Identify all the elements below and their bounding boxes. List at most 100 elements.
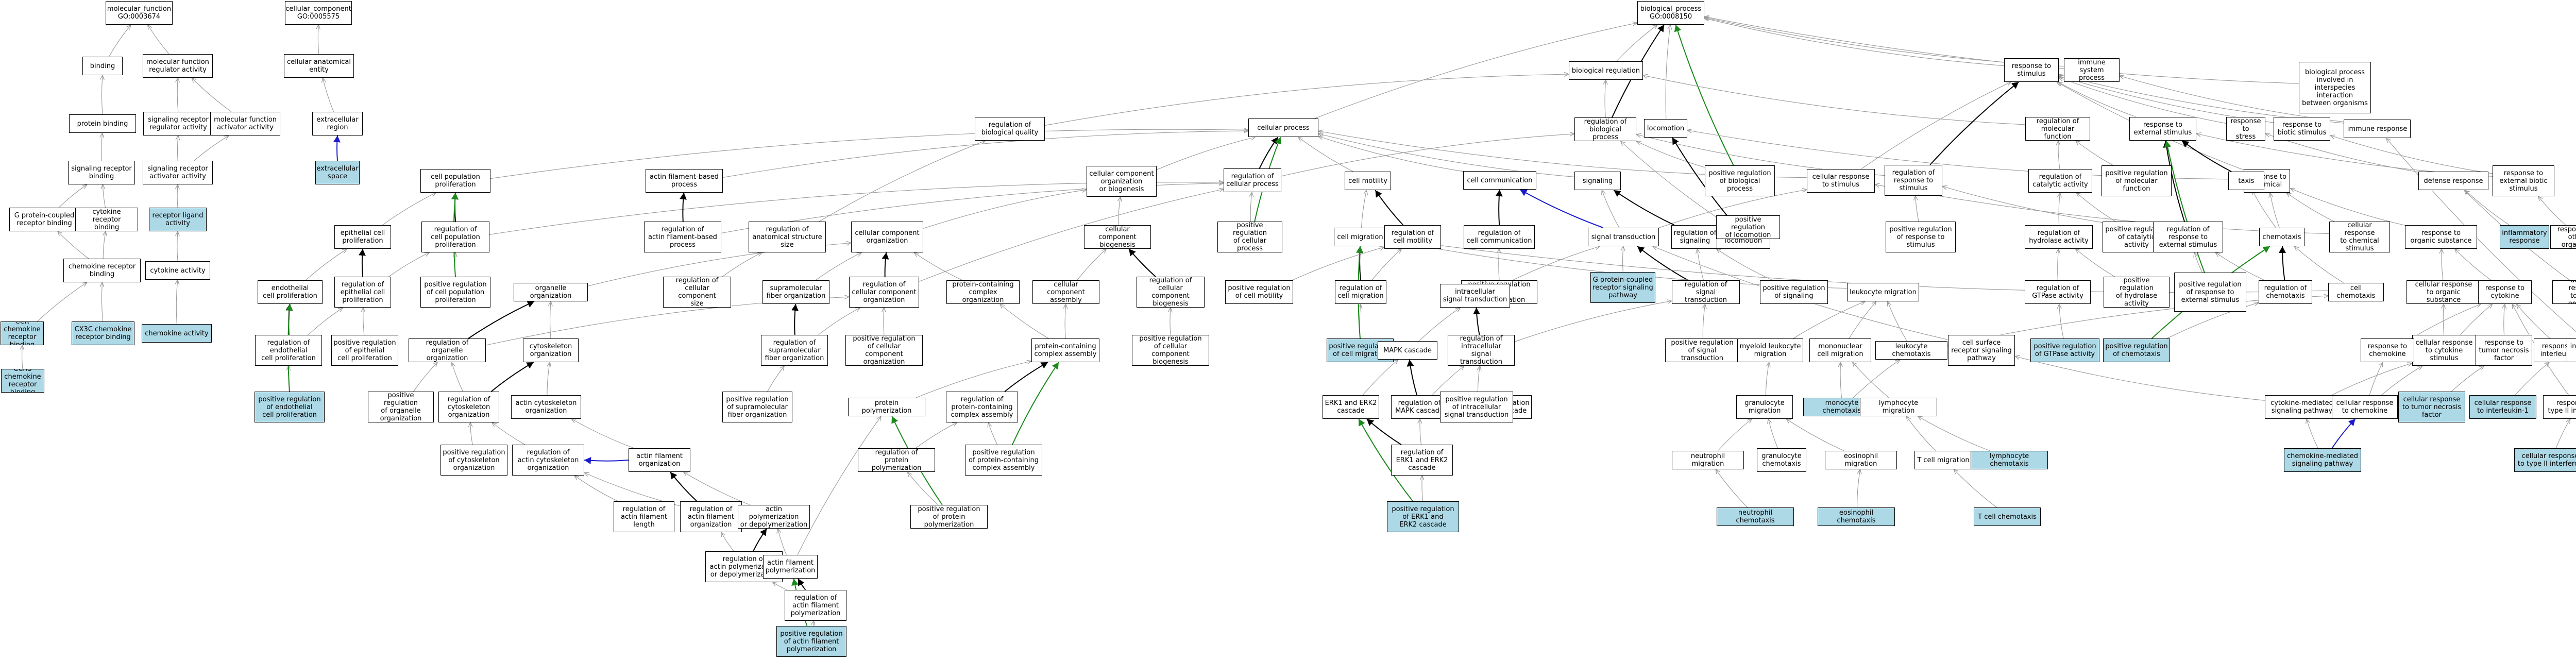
go-term-resptype2ifn[interactable]: response to type II interferon xyxy=(2543,395,2576,419)
go-term-posregmf[interactable]: positive regulation of molecular functio… xyxy=(2102,165,2172,196)
go-term-actfilorg[interactable]: actin filament organization xyxy=(629,448,690,472)
go-term-inflamresp[interactable]: inflammatory response xyxy=(2500,225,2549,249)
go-term-taxis[interactable]: taxis xyxy=(2228,172,2264,190)
go-term-posregrespstim[interactable]: positive regulation of response to stimu… xyxy=(1886,222,1956,252)
go-term-regcatact[interactable]: regulation of catalytic activity xyxy=(2028,169,2092,193)
go-term-immresp[interactable]: immune response xyxy=(2344,120,2411,138)
go-term-cellrespcyt[interactable]: cellular response to cytokine stimulus xyxy=(2412,335,2476,366)
go-term-ccr3[interactable]: CCR3 chemokine receptor binding xyxy=(1,369,44,393)
go-term-erk[interactable]: ERK1 and ERK2 cascade xyxy=(1323,395,1379,419)
go-term-bp[interactable]: biological_process GO:0008150 xyxy=(1637,1,1704,25)
go-term-posregsigtrans[interactable]: positive regulation of signal transducti… xyxy=(1665,338,1739,362)
go-term-regcytosk[interactable]: regulation of cytoskeleton organization xyxy=(438,392,499,422)
go-term-cellmig[interactable]: cell migration xyxy=(1334,228,1386,246)
go-term-defresp[interactable]: defense response xyxy=(2418,172,2488,190)
go-term-mfaa[interactable]: molecular function activator activity xyxy=(210,112,280,135)
go-term-afbp[interactable]: actin filament-based process xyxy=(646,169,723,193)
go-term-ccassembly[interactable]: cellular component assembly xyxy=(1032,280,1099,304)
go-term-leukchemo[interactable]: leukocyte chemotaxis xyxy=(1875,341,1947,360)
go-term-respotherorg[interactable]: response to other organism xyxy=(2550,225,2576,249)
go-term-interspecies[interactable]: biological process involved in interspec… xyxy=(2299,62,2371,113)
go-term-reggtpase[interactable]: regulation of GTPase activity xyxy=(2025,280,2091,304)
go-term-cytmedsig[interactable]: cytokine-mediated signaling pathway xyxy=(2265,395,2339,419)
go-term-regrespext[interactable]: regulation of response to external stimu… xyxy=(2153,222,2223,252)
go-term-resporgsub[interactable]: response to organic substance xyxy=(2405,225,2477,249)
go-term-regccsize[interactable]: regulation of cellular component size xyxy=(663,277,731,308)
go-term-cellresptnf[interactable]: cellular response to tumor necrosis fact… xyxy=(2398,392,2465,422)
go-term-extreg[interactable]: extracellular region xyxy=(312,112,363,135)
go-term-cytact[interactable]: cytokine activity xyxy=(145,261,210,280)
go-term-cx3c[interactable]: CX3C chemokine receptor binding xyxy=(72,321,134,345)
go-term-chemotaxis[interactable]: chemotaxis xyxy=(2259,228,2304,246)
go-term-regmf[interactable]: regulation of molecular function xyxy=(2025,117,2090,141)
go-term-regintrasig[interactable]: regulation of intracellular signal trans… xyxy=(1448,335,1515,366)
go-term-posregcco[interactable]: positive regulation of cellular componen… xyxy=(845,335,923,366)
go-term-regmapk[interactable]: regulation of MAPK cascade xyxy=(1391,395,1448,419)
go-term-lymphchemo[interactable]: lymphocyte chemotaxis xyxy=(1971,451,2048,469)
go-term-actfilpoly[interactable]: actin filament polymerization xyxy=(763,555,818,579)
go-term-respchemokine[interactable]: response to chemokine xyxy=(2361,338,2414,362)
go-term-eoschemo[interactable]: eosinophil chemotaxis xyxy=(1818,507,1895,526)
go-term-posregbp[interactable]: positive regulation of biological proces… xyxy=(1705,165,1775,196)
go-term-cellresporg[interactable]: cellular response to organic substance xyxy=(2406,280,2481,304)
go-term-eosmig[interactable]: eosinophil migration xyxy=(1825,451,1897,469)
go-term-regsig[interactable]: regulation of signaling xyxy=(1671,225,1719,249)
go-term-regcp[interactable]: regulation of cellular process xyxy=(1224,168,1281,192)
go-term-regactfillen[interactable]: regulation of actin filament length xyxy=(614,501,674,532)
go-term-chemact[interactable]: chemokine activity xyxy=(142,324,212,343)
go-term-regccb[interactable]: regulation of cellular component biogene… xyxy=(1137,277,1205,308)
go-term-posregccb[interactable]: positive regulation of cellular componen… xyxy=(1132,335,1209,366)
go-term-mfreg[interactable]: molecular function regulator activity xyxy=(143,54,213,78)
go-term-myeloidleuk[interactable]: myeloid leukocyte migration xyxy=(1737,338,1803,362)
go-term-regpccassembly[interactable]: regulation of protein-containing complex… xyxy=(946,392,1018,422)
go-term-resptnf[interactable]: response to tumor necrosis factor xyxy=(2476,335,2532,366)
go-term-posregendo[interactable]: positive regulation of endothelial cell … xyxy=(255,392,325,422)
go-term-chemokinesig[interactable]: chemokine-mediated signaling pathway xyxy=(2284,448,2361,472)
go-term-posregsig[interactable]: positive regulation of signaling xyxy=(1760,280,1828,304)
go-term-posregcytosk[interactable]: positive regulation of cytoskeleton orga… xyxy=(440,445,507,476)
go-term-regbp[interactable]: regulation of biological process xyxy=(1574,117,1636,141)
go-term-posregintrasig[interactable]: positive regulation of intracellular sig… xyxy=(1440,392,1513,422)
go-term-pccassembly[interactable]: protein-containing complex assembly xyxy=(1031,338,1099,362)
go-term-posregchemo[interactable]: positive regulation of chemotaxis xyxy=(2103,338,2170,362)
go-term-sigtrans[interactable]: signal transduction xyxy=(1588,228,1659,246)
go-term-locomotion[interactable]: locomotion xyxy=(1644,119,1687,138)
go-term-endocellprolif[interactable]: endothelial cell proliferation xyxy=(258,280,323,304)
go-term-srra[interactable]: signaling receptor regulator activity xyxy=(143,112,213,135)
go-term-neutromig[interactable]: neutrophil migration xyxy=(1672,451,1744,469)
go-term-cellpop[interactable]: cell population proliferation xyxy=(420,169,490,193)
go-term-orgorg[interactable]: organelle organization xyxy=(514,283,588,301)
go-term-rla[interactable]: receptor ligand activity xyxy=(149,208,207,231)
go-term-regorgorg[interactable]: regulation of organelle organization xyxy=(409,338,486,362)
go-term-defotherorg[interactable]: defense response to other organism xyxy=(2552,280,2576,304)
go-term-cco[interactable]: cellular component organization xyxy=(851,222,923,252)
go-term-epicellprolif[interactable]: epithelial cell proliferation xyxy=(334,225,391,249)
go-term-granuchemo[interactable]: granulocyte migration xyxy=(1736,395,1793,419)
go-term-cc[interactable]: cellular_component GO:0005575 xyxy=(285,1,352,25)
go-term-posregprotpoly[interactable]: positive regulation of protein polymeriz… xyxy=(910,505,988,529)
go-term-cytrbind[interactable]: cytokine receptor binding xyxy=(75,208,138,231)
go-term-protpoly[interactable]: protein polymerization xyxy=(848,398,925,416)
go-term-actcytoskorg[interactable]: actin cytoskeleton organization xyxy=(511,395,581,419)
go-term-regcellpop[interactable]: regulation of cell population proliferat… xyxy=(421,222,489,252)
go-term-intrasig[interactable]: intracellular signal transduction xyxy=(1440,284,1510,308)
go-term-regcco[interactable]: regulation of cellular component organiz… xyxy=(849,277,919,308)
go-term-cellsurf[interactable]: cell surface receptor signaling pathway xyxy=(1948,335,2015,366)
go-term-cae[interactable]: cellular anatomical entity xyxy=(284,54,354,78)
go-term-srbind[interactable]: signaling receptor binding xyxy=(68,161,135,184)
go-term-posreghydro[interactable]: positive regulation of hydrolase activit… xyxy=(2104,277,2170,308)
go-term-reghydro[interactable]: regulation of hydrolase activity xyxy=(2025,225,2093,249)
go-term-posregrespext[interactable]: positive regulation of response to exter… xyxy=(2174,273,2246,312)
go-term-regchemo[interactable]: regulation of chemotaxis xyxy=(2259,280,2312,304)
go-term-cellchemo[interactable]: cell chemotaxis xyxy=(2328,283,2384,301)
go-term-posregcellmot[interactable]: positive regulation of cell motility xyxy=(1225,280,1293,304)
go-term-sraa[interactable]: signaling receptor activator activity xyxy=(143,161,213,184)
go-term-ccrbind[interactable]: CCR chemokine receptor binding xyxy=(1,321,44,345)
go-term-regafbp[interactable]: regulation of actin filament-based proce… xyxy=(644,222,721,252)
go-term-posregerk[interactable]: positive regulation of ERK1 and ERK2 cas… xyxy=(1387,501,1459,532)
go-term-respext[interactable]: response to external stimulus xyxy=(2129,117,2196,141)
go-term-protbind[interactable]: protein binding xyxy=(69,114,136,133)
go-term-cellproc[interactable]: cellular process xyxy=(1248,118,1318,137)
go-term-ccob[interactable]: cellular component organization or bioge… xyxy=(1087,166,1157,197)
go-term-respcyt[interactable]: response to cytokine xyxy=(2478,280,2532,304)
